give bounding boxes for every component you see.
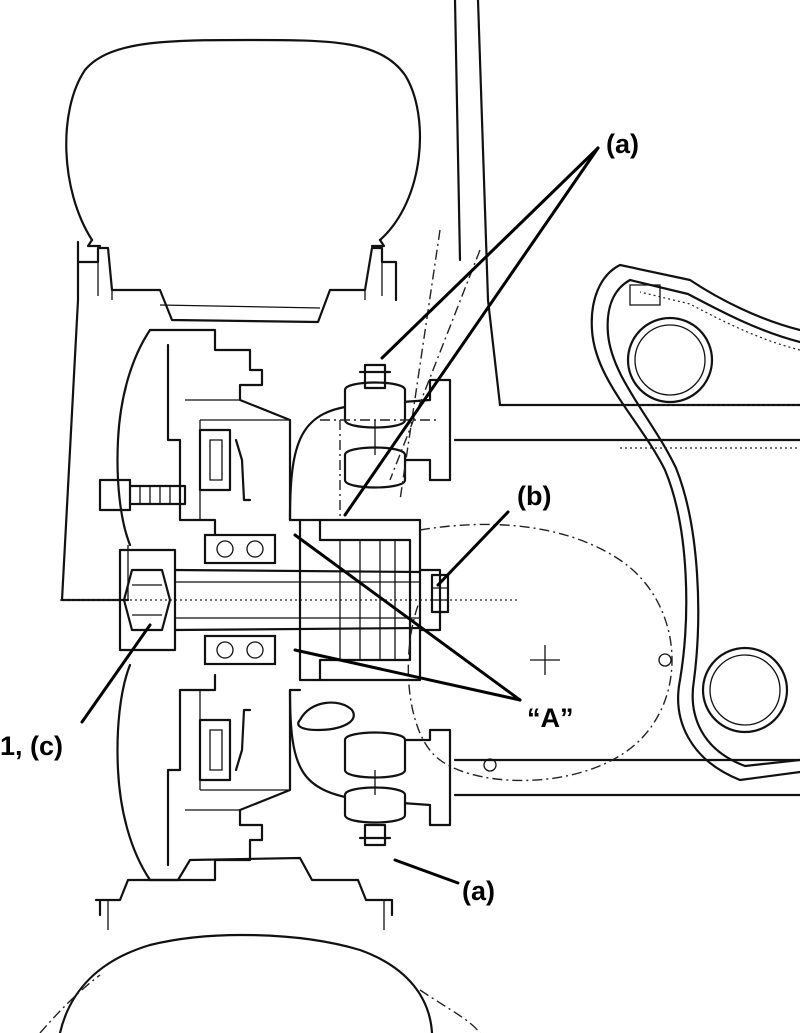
upper-bracket (288, 363, 452, 522)
dotted-lines (620, 404, 800, 449)
upper-tire (65, 38, 421, 248)
upper-rim (76, 240, 398, 324)
bearings (203, 533, 277, 666)
hub-carrier (116, 328, 302, 882)
label-a-bottom: (a) (462, 876, 495, 906)
lower-tire (39, 856, 481, 1033)
wheel-bolt (98, 478, 187, 512)
right-frame-lines (453, 0, 800, 797)
bolt-b (430, 573, 450, 614)
swing-arm-knuckle (590, 263, 800, 782)
label-A: “A” (527, 703, 574, 733)
label-b: (b) (517, 481, 551, 511)
phantom-outline (320, 229, 673, 782)
label-1-c: 1, (c) (0, 731, 63, 761)
axle-shaft (60, 548, 520, 652)
lower-bracket (288, 688, 452, 847)
leader-lines (80, 146, 600, 885)
label-a-top: (a) (606, 129, 639, 159)
